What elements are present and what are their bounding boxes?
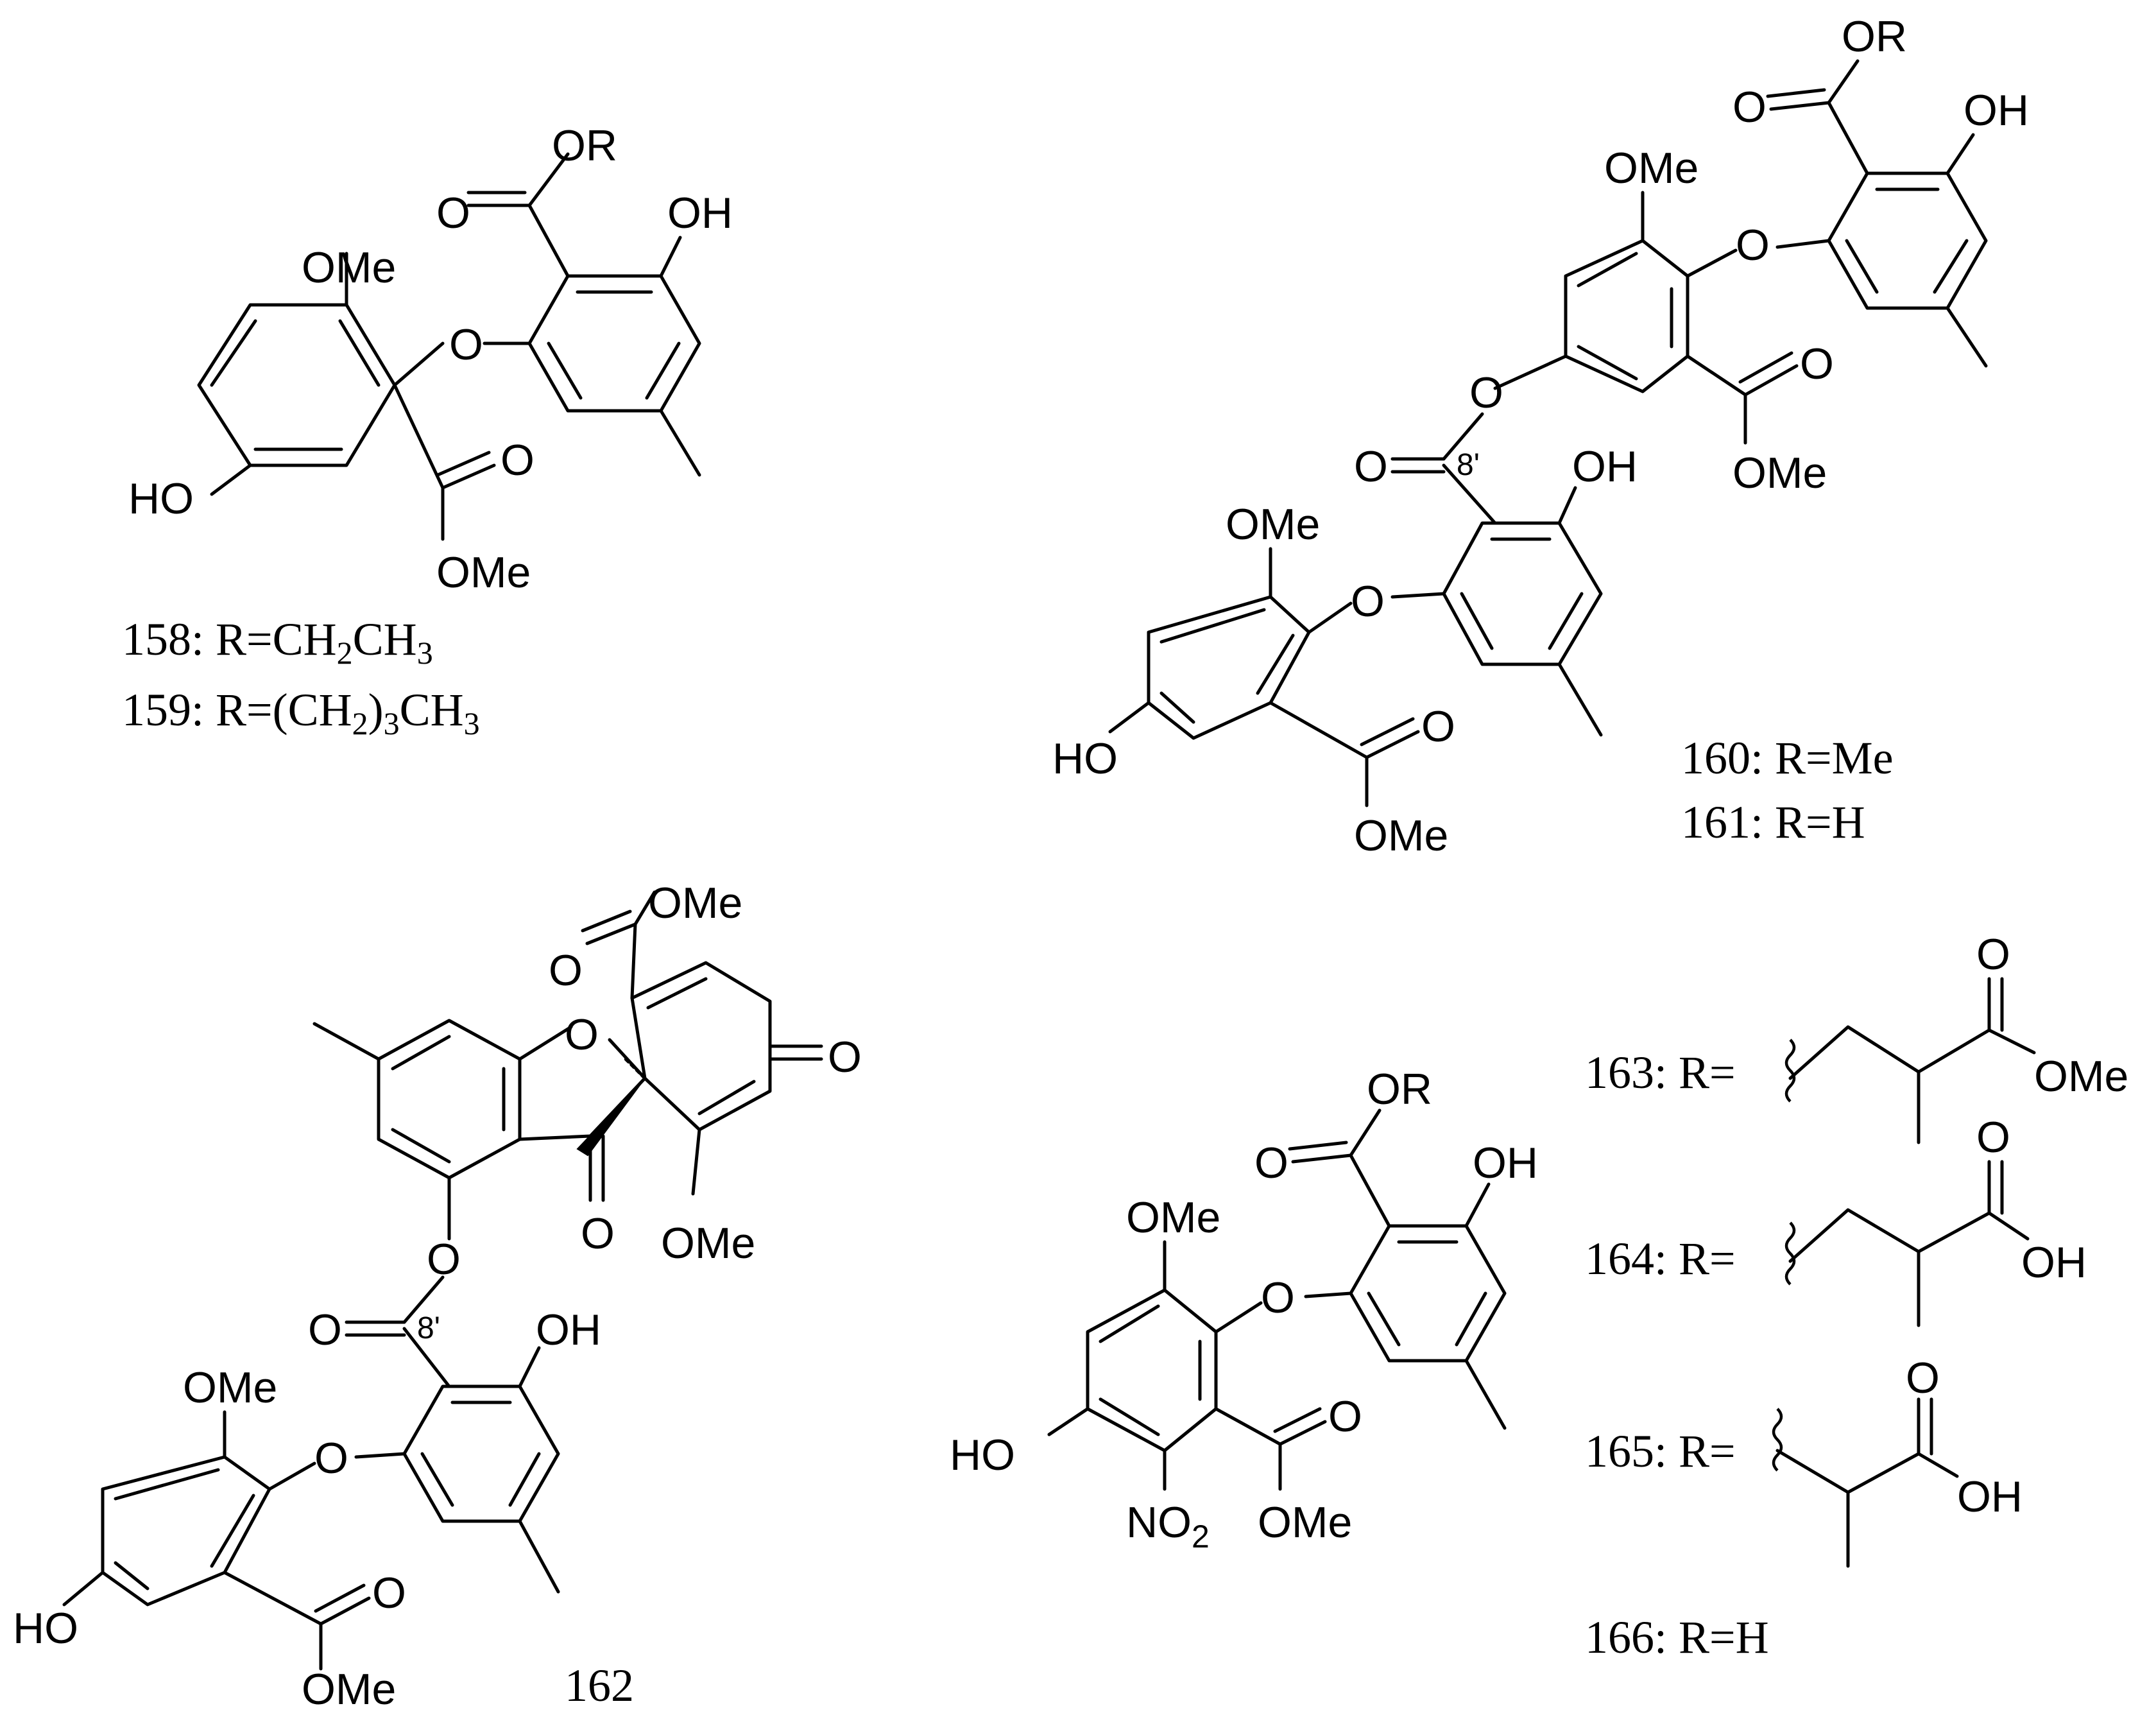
ome-label: OMe (661, 1219, 755, 1268)
caption-164: 164: R= (1585, 1233, 1736, 1284)
carbonyl-o-label: O (1354, 442, 1388, 491)
or-label: OR (1367, 1065, 1432, 1114)
ho-label: HO (13, 1604, 78, 1653)
furan-o-label: O (565, 1010, 599, 1059)
carbonyl-o-label: O (1976, 1113, 2010, 1162)
carbonyl-o-label: O (1328, 1392, 1362, 1441)
ketone-o-label: O (828, 1033, 862, 1082)
or-label: OR (552, 121, 617, 170)
carbonyl-o-label: O (1906, 1354, 1940, 1402)
carbonyl-o-label: O (501, 436, 535, 485)
nitro-label: NO2 (1126, 1498, 1210, 1555)
oh-label: OH (1473, 1139, 1538, 1187)
wavy-attachment (1784, 1038, 1796, 1103)
bold-wedge-bond (576, 1078, 646, 1157)
ether-o-label: O (1351, 577, 1385, 626)
structure-158-159: OR O OH OMe O HO O OMe 158: R=CH2CH3 159… (122, 121, 733, 741)
ome-label: OMe (1604, 144, 1698, 193)
carbonyl-o-label: O (1733, 83, 1767, 132)
ome-label: OMe (302, 1665, 396, 1714)
carbonyl-o-label: O (1254, 1139, 1288, 1187)
or-label: OR (1842, 12, 1907, 61)
ether-o-label: O (314, 1434, 348, 1483)
structure-162: OMe O O O O OMe O O 8' OH OMe O HO O OMe… (13, 879, 862, 1714)
carbonyl-o-label: O (1976, 930, 2010, 979)
locant-8-prime: 8' (1457, 448, 1480, 482)
carbonyl-o-label: O (1421, 702, 1455, 751)
ome-label: OMe (436, 548, 531, 597)
ome-label: OMe (1733, 449, 1827, 497)
structure-160-161: OR O OH OMe O O OMe O O 8' OH OMe O HO O… (1052, 12, 2029, 860)
carbonyl-o-label: O (1800, 340, 1834, 388)
ome-label: OMe (1258, 1498, 1352, 1547)
ho-label: HO (950, 1431, 1015, 1479)
wavy-attachment (1784, 1221, 1796, 1286)
ome-label: OMe (648, 879, 742, 927)
ether-o-label: O (1261, 1273, 1295, 1322)
ho-label: HO (128, 474, 194, 523)
wavy-attachment (1772, 1408, 1783, 1472)
ome-label: OMe (2034, 1052, 2128, 1101)
ester-o-label: O (427, 1235, 461, 1284)
ome-label: OMe (1354, 811, 1448, 860)
r-group-163: 163: R= O OMe (1585, 930, 2128, 1144)
caption-166: 166: R=H (1585, 1612, 1769, 1663)
ether-o-label: O (1736, 221, 1770, 270)
bonds (197, 152, 701, 541)
oh-label: OH (536, 1306, 601, 1354)
oh-label: OH (667, 189, 733, 237)
caption-162: 162 (565, 1660, 634, 1711)
ome-label: OMe (1126, 1193, 1220, 1242)
ome-label: OMe (1226, 500, 1320, 549)
caption-165: 165: R= (1585, 1426, 1736, 1477)
caption-158: 158: R=CH2CH3 (122, 614, 433, 671)
ester-o-label: O (1469, 368, 1503, 417)
carbonyl-o-label: O (436, 189, 470, 237)
ho-label: HO (1052, 734, 1118, 783)
carbonyl-o-label: O (549, 946, 583, 995)
oh-label: OH (1964, 86, 2029, 135)
locant-8-prime: 8' (417, 1311, 440, 1345)
caption-160: 160: R=Me (1681, 732, 1894, 784)
oh-label: OH (2021, 1238, 2087, 1287)
ome-label: OMe (183, 1363, 277, 1412)
r-group-164: 164: R= O OH (1585, 1113, 2087, 1327)
structure-163-166: OR O OH OMe O HO O NO2 OMe (950, 1065, 1538, 1555)
oh-label: OH (1572, 442, 1638, 491)
carbonyl-o-label: O (308, 1306, 342, 1354)
bonds (1108, 59, 1988, 807)
caption-159: 159: R=(CH2)3CH3 (122, 684, 480, 741)
ether-o-label: O (449, 320, 483, 369)
ome-label: OMe (302, 243, 396, 292)
carbonyl-o-label: O (372, 1569, 406, 1617)
hashed-bond (624, 1057, 647, 1080)
bonds (1047, 1108, 1507, 1491)
r-group-165: 165: R= O OH (1585, 1354, 2023, 1568)
caption-161: 161: R=H (1681, 797, 1865, 848)
ketone-o-label: O (581, 1209, 615, 1258)
oh-label: OH (1957, 1472, 2023, 1521)
caption-163: 163: R= (1585, 1047, 1736, 1098)
